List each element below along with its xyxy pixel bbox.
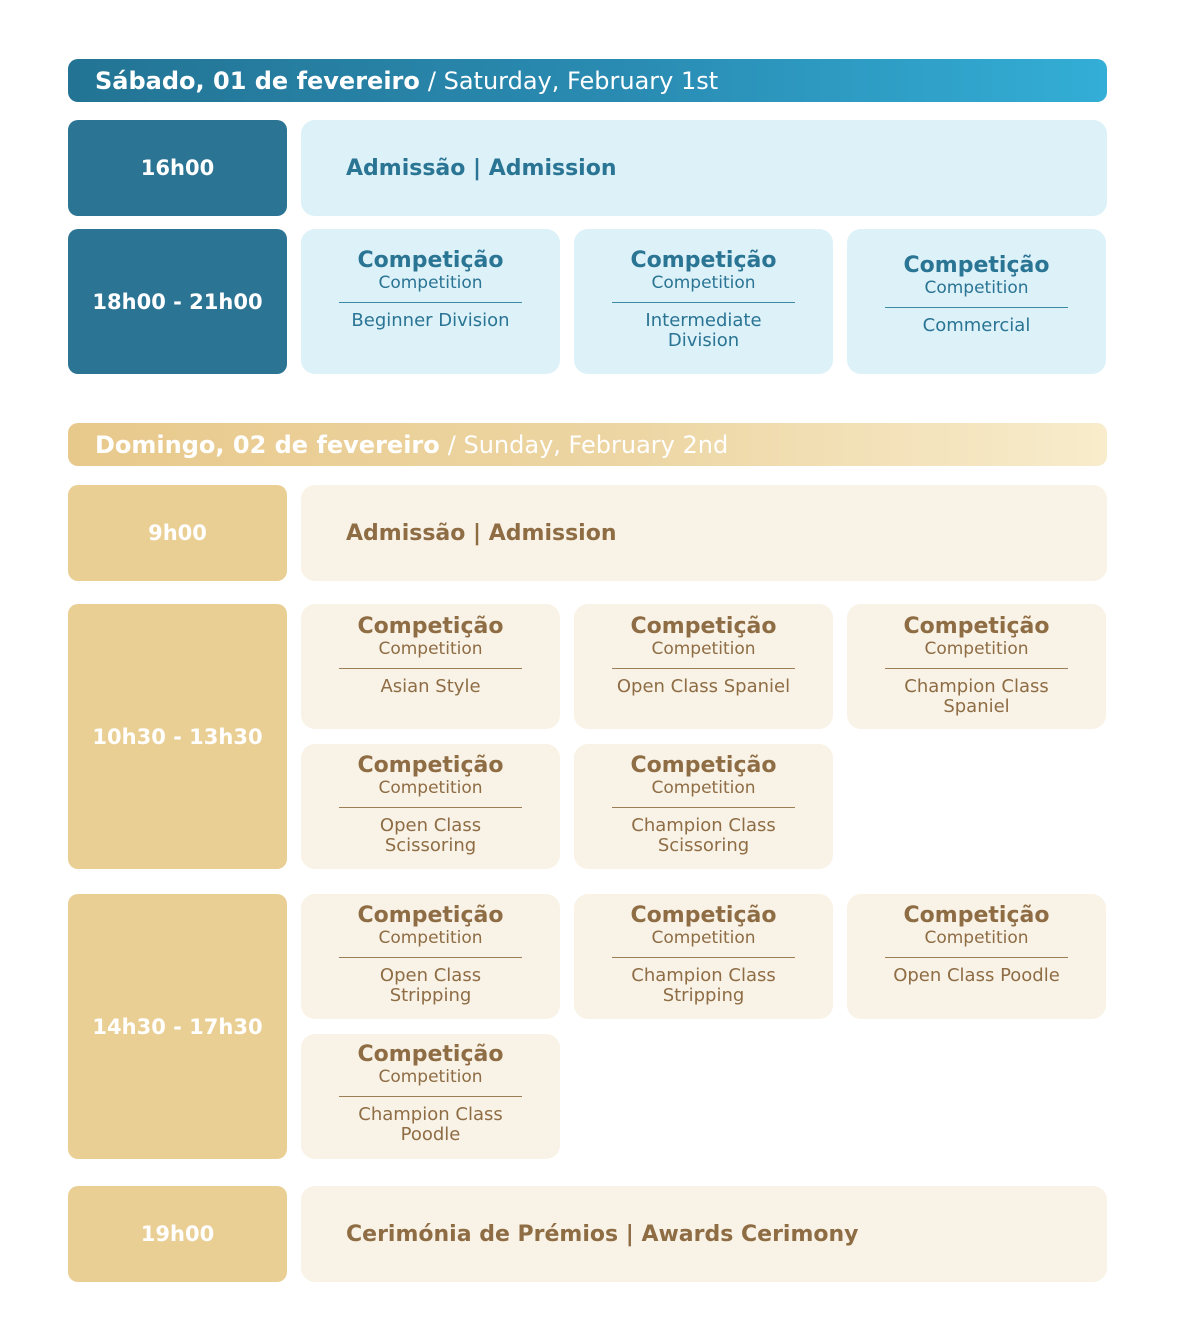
- sunday-afternoon-time: 14h30 - 17h30: [68, 894, 287, 1159]
- sunday-admission-row: Admissão | Admission: [301, 485, 1107, 581]
- saturday-admission-row: Admissão | Admission: [301, 120, 1107, 216]
- saturday-admission-time: 16h00: [68, 120, 287, 216]
- card-divider: [339, 668, 522, 669]
- sunday-date-en: / Sunday, February 2nd: [447, 430, 729, 459]
- competition-card: Competição Competition Beginner Division: [301, 229, 560, 374]
- awards-time: 19h00: [68, 1186, 287, 1282]
- card-subtitle: Competition: [924, 639, 1029, 659]
- card-divider: [885, 307, 1068, 308]
- competition-card: Competição Competition Intermediate Divi…: [574, 229, 833, 374]
- card-divider: [339, 957, 522, 958]
- competition-card: Competição Competition Open Class Scisso…: [301, 744, 560, 869]
- card-division: Open Class Spaniel: [616, 676, 791, 697]
- card-subtitle: Competition: [651, 778, 756, 798]
- card-division: Commercial: [922, 315, 1031, 336]
- card-title: Competição: [630, 248, 777, 273]
- card-subtitle: Competition: [924, 928, 1029, 948]
- competition-card: Competição Competition Open Class Poodle: [847, 894, 1106, 1019]
- card-subtitle: Competition: [651, 928, 756, 948]
- card-title: Competição: [357, 614, 504, 639]
- card-subtitle: Competition: [651, 273, 756, 293]
- card-division: Open Class Poodle: [893, 965, 1060, 986]
- competition-card: Competição Competition Open Class Spanie…: [574, 604, 833, 729]
- card-divider: [339, 1096, 522, 1097]
- card-subtitle: Competition: [378, 778, 483, 798]
- card-divider: [612, 957, 795, 958]
- card-division: Champion Class Poodle: [358, 1104, 503, 1145]
- card-division: Champion Class Spaniel: [904, 676, 1049, 717]
- competition-card: Competição Competition Asian Style: [301, 604, 560, 729]
- sunday-admission-time: 9h00: [68, 485, 287, 581]
- card-title: Competição: [903, 614, 1050, 639]
- competition-card: Competição Competition Champion Class Sp…: [847, 604, 1106, 729]
- card-title: Competição: [630, 753, 777, 778]
- card-title: Competição: [357, 248, 504, 273]
- card-title: Competição: [903, 253, 1050, 278]
- card-divider: [885, 957, 1068, 958]
- card-divider: [612, 807, 795, 808]
- saturday-date-pt: Sábado, 01 de fevereiro: [95, 66, 420, 95]
- card-division: Champion Class Scissoring: [631, 815, 776, 856]
- card-title: Competição: [357, 903, 504, 928]
- card-division: Intermediate Division: [645, 310, 762, 351]
- competition-card: Competição Competition Champion Class Sc…: [574, 744, 833, 869]
- card-title: Competição: [357, 753, 504, 778]
- saturday-date-en: / Saturday, February 1st: [427, 66, 719, 95]
- card-title: Competição: [630, 903, 777, 928]
- competition-card: Competição Competition Open Class Stripp…: [301, 894, 560, 1019]
- competition-card: Competição Competition Champion Class St…: [574, 894, 833, 1019]
- saturday-date-banner: Sábado, 01 de fevereiro / Saturday, Febr…: [68, 59, 1107, 102]
- card-subtitle: Competition: [378, 639, 483, 659]
- sunday-morning-time: 10h30 - 13h30: [68, 604, 287, 869]
- card-divider: [339, 302, 522, 303]
- card-divider: [339, 807, 522, 808]
- card-subtitle: Competition: [378, 928, 483, 948]
- competition-card: Competição Competition Commercial: [847, 229, 1106, 374]
- card-division: Open Class Scissoring: [379, 815, 482, 856]
- awards-row: Cerimónia de Prémios | Awards Cerimony: [301, 1186, 1107, 1282]
- card-divider: [612, 302, 795, 303]
- card-subtitle: Competition: [378, 1067, 483, 1087]
- card-subtitle: Competition: [924, 278, 1029, 298]
- card-division: Beginner Division: [351, 310, 510, 331]
- competition-card: Competição Competition Champion Class Po…: [301, 1034, 560, 1159]
- sunday-date-pt: Domingo, 02 de fevereiro: [95, 430, 440, 459]
- card-subtitle: Competition: [378, 273, 483, 293]
- card-divider: [612, 668, 795, 669]
- card-division: Asian Style: [380, 676, 481, 697]
- saturday-competition-time: 18h00 - 21h00: [68, 229, 287, 374]
- card-title: Competição: [630, 614, 777, 639]
- card-title: Competição: [357, 1042, 504, 1067]
- card-title: Competição: [903, 903, 1050, 928]
- sunday-date-banner: Domingo, 02 de fevereiro / Sunday, Febru…: [68, 423, 1107, 466]
- card-divider: [885, 668, 1068, 669]
- card-subtitle: Competition: [651, 639, 756, 659]
- card-division: Open Class Stripping: [379, 965, 482, 1006]
- card-division: Champion Class Stripping: [631, 965, 776, 1006]
